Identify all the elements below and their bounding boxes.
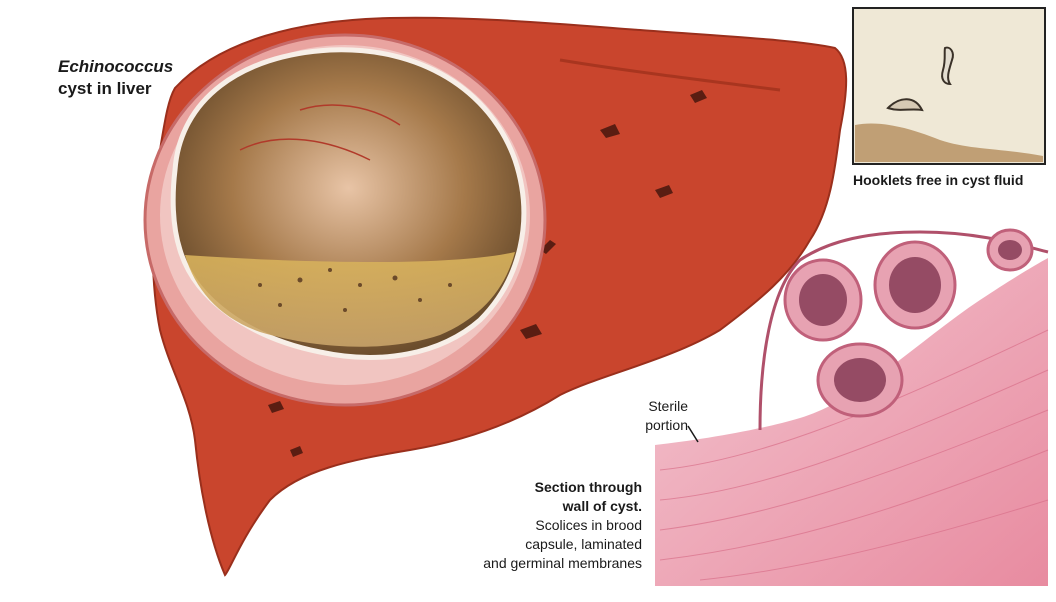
inset-caption: Hooklets free in cyst fluid bbox=[853, 172, 1024, 188]
section-desc-line3: and germinal membranes bbox=[483, 555, 642, 571]
hooklets-inset bbox=[852, 7, 1046, 165]
section-heading-line1: Section through bbox=[534, 479, 642, 495]
sterile-line1: Sterile bbox=[648, 398, 688, 414]
sterile-label: Sterile portion bbox=[628, 397, 688, 435]
histology-section bbox=[655, 228, 1049, 586]
figure-title: Echinococcus cyst in liver bbox=[58, 56, 173, 100]
sterile-line2: portion bbox=[645, 417, 688, 433]
title-genus: Echinococcus bbox=[58, 57, 174, 76]
section-heading-line2: wall of cyst. bbox=[562, 498, 642, 514]
section-caption: Section through wall of cyst. Scolices i… bbox=[440, 478, 642, 573]
section-desc-line1: Scolices in brood bbox=[535, 517, 642, 533]
title-subject: cyst in liver bbox=[58, 79, 152, 98]
sterile-pointer-line bbox=[687, 425, 699, 443]
section-desc-line2: capsule, laminated bbox=[525, 536, 642, 552]
cyst-illustration bbox=[143, 33, 547, 407]
